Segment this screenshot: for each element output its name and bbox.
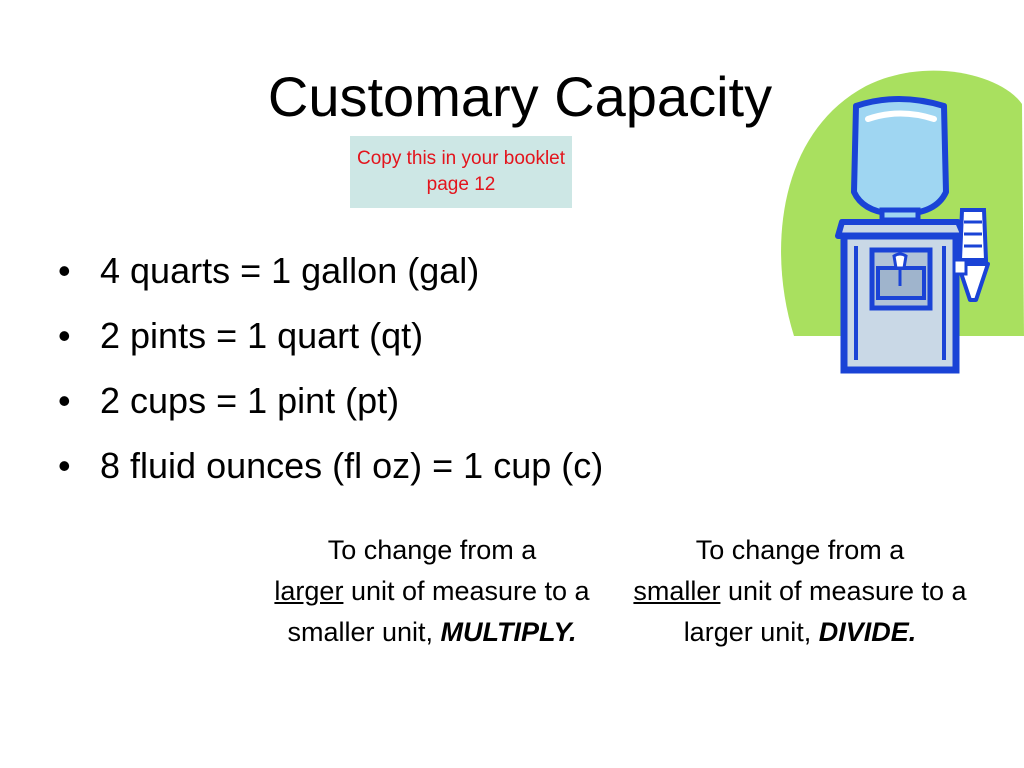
- multiply-rule: To change from a larger unit of measure t…: [262, 530, 602, 653]
- bullet-dot: •: [58, 250, 71, 291]
- list-item: • 8 fluid ounces (fl oz) = 1 cup (c): [58, 433, 603, 498]
- water-bottle: [851, 96, 949, 217]
- conversion-text: 8 fluid ounces (fl oz) = 1 cup (c): [100, 445, 604, 486]
- operation-word: MULTIPLY.: [440, 617, 577, 647]
- conversion-text: 2 pints = 1 quart (qt): [100, 315, 424, 356]
- emphasis-word: larger: [274, 576, 344, 606]
- conversion-list: • 4 quarts = 1 gallon (gal) • 2 pints = …: [58, 238, 603, 498]
- bullet-dot: •: [58, 380, 71, 421]
- rule-text: To change from a: [695, 535, 905, 565]
- rule-text: To change from a: [327, 535, 537, 565]
- conversion-text: 2 cups = 1 pint (pt): [100, 380, 400, 421]
- conversion-text: 4 quarts = 1 gallon (gal): [100, 250, 480, 291]
- list-item: • 2 pints = 1 quart (qt): [58, 303, 603, 368]
- bottle-shine: [865, 110, 937, 122]
- operation-word: DIVIDE.: [818, 617, 917, 647]
- emphasis-word: smaller: [633, 576, 721, 606]
- list-item: • 4 quarts = 1 gallon (gal): [58, 238, 603, 303]
- bullet-dot: •: [58, 315, 71, 356]
- bullet-dot: •: [58, 445, 71, 486]
- tap-spout: [892, 252, 908, 270]
- rule-text: unit of measure to a larger unit,: [683, 576, 967, 647]
- list-item: • 2 cups = 1 pint (pt): [58, 368, 603, 433]
- bottle-neck: [879, 207, 921, 223]
- rule-text: unit of measure to a smaller unit,: [287, 576, 590, 647]
- water-cooler-icon: [781, 70, 1024, 374]
- copy-note: Copy this in your booklet page 12: [350, 136, 572, 208]
- divide-rule: To change from a smaller unit of measure …: [630, 530, 970, 653]
- slide-title: Customary Capacity: [267, 65, 773, 128]
